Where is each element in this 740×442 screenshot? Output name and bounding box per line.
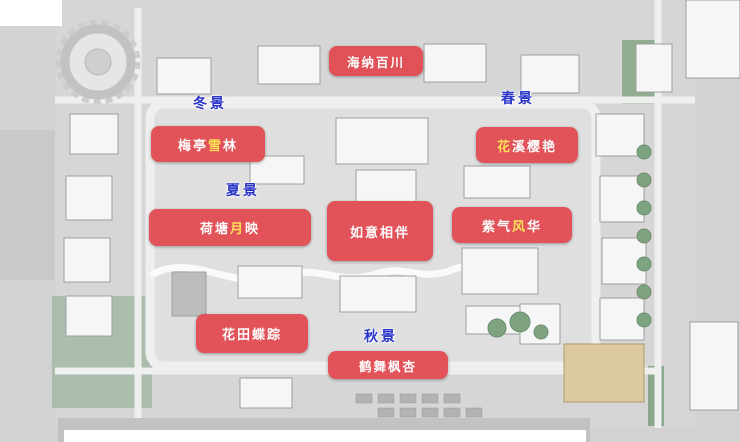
building xyxy=(237,265,303,299)
parking-stall xyxy=(377,393,395,404)
building xyxy=(63,237,111,283)
plaza-center xyxy=(84,48,112,76)
tree-icon xyxy=(636,228,652,244)
utility-pad xyxy=(171,271,207,317)
zone-label-hainabaichuan: 海纳百川 xyxy=(329,46,423,76)
parking-stall xyxy=(443,393,461,404)
zone-label-huaxiyingyan: 花溪樱艳 xyxy=(476,127,578,163)
zone-text: 花田蝶踪 xyxy=(221,328,282,343)
zone-text: 溪樱艳 xyxy=(512,139,558,155)
building xyxy=(239,377,293,409)
tree-icon xyxy=(533,324,549,340)
building xyxy=(65,295,113,337)
season-label-spring: 春景 xyxy=(501,91,535,107)
zone-text: 林 xyxy=(223,138,239,154)
zone-text: 映 xyxy=(245,222,261,237)
zone-text-highlight: 雪 xyxy=(207,138,223,154)
building xyxy=(599,175,645,223)
zone-label-meitingxuelin: 梅亭雪林 xyxy=(151,126,265,162)
building xyxy=(69,113,119,155)
tree-icon xyxy=(636,144,652,160)
tree-icon xyxy=(487,318,507,338)
parking-stall xyxy=(421,407,439,418)
zone-text-highlight: 月 xyxy=(229,222,245,237)
building xyxy=(339,275,417,313)
tree-icon xyxy=(636,200,652,216)
building xyxy=(355,169,417,203)
building xyxy=(65,175,113,221)
building xyxy=(423,43,487,83)
building-commercial xyxy=(563,343,645,403)
building xyxy=(156,57,212,95)
zone-text: 紫气 xyxy=(481,219,512,235)
zone-text: 如意相伴 xyxy=(349,225,410,241)
building xyxy=(599,297,645,341)
tree-icon xyxy=(636,256,652,272)
parking-stall xyxy=(377,407,395,418)
left-edge-band xyxy=(0,130,55,280)
building xyxy=(595,113,645,157)
tree-icon xyxy=(636,172,652,188)
top-left-margin xyxy=(0,0,62,26)
parking-stall xyxy=(355,393,373,404)
tree-icon xyxy=(509,311,531,333)
zone-label-hetangyueying: 荷塘月映 xyxy=(149,209,311,246)
season-label-autumn: 秋景 xyxy=(364,329,398,345)
tree-icon xyxy=(636,312,652,328)
zone-text: 华 xyxy=(527,219,543,235)
bottom-white-strip xyxy=(64,430,586,442)
zone-text: 荷塘 xyxy=(199,222,230,237)
building xyxy=(463,165,531,199)
building xyxy=(335,117,429,165)
building xyxy=(257,45,321,85)
zone-text: 鹤舞枫杏 xyxy=(358,358,417,374)
building xyxy=(685,0,740,79)
zone-text-highlight: 花 xyxy=(496,139,512,155)
parking-stall xyxy=(421,393,439,404)
zone-text: 海纳百川 xyxy=(346,54,405,70)
parking-stall xyxy=(399,393,417,404)
tree-icon xyxy=(636,284,652,300)
zone-label-hewufengxing: 鹤舞枫杏 xyxy=(328,351,448,379)
season-label-winter: 冬景 xyxy=(193,96,227,112)
zone-label-ruyixiangban: 如意相伴 xyxy=(327,201,433,261)
zone-text: 梅亭 xyxy=(177,138,208,154)
parking-stall xyxy=(465,407,483,418)
zone-text-highlight: 风 xyxy=(511,219,527,235)
zone-label-ziqifenghua: 紫气风华 xyxy=(452,207,572,243)
plaza-outer-ring xyxy=(55,19,141,105)
season-label-summer: 夏景 xyxy=(226,183,260,199)
building xyxy=(635,43,673,93)
parking-stall xyxy=(443,407,461,418)
zone-label-huatiandiezong: 花田蝶踪 xyxy=(196,314,308,353)
building xyxy=(689,321,739,411)
parking-stall xyxy=(399,407,417,418)
building xyxy=(461,247,539,295)
building xyxy=(520,54,580,94)
